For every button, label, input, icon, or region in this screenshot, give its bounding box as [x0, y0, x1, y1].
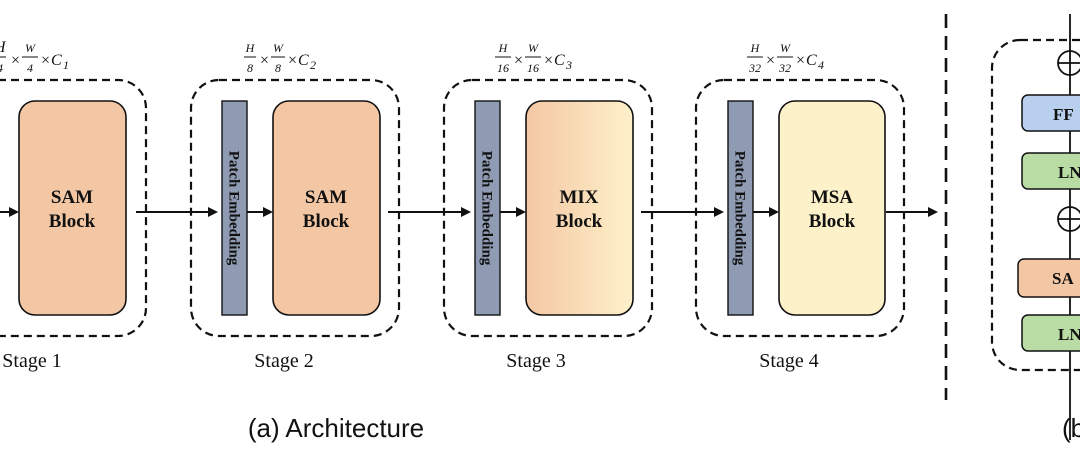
stage-2-block-line1: SAM	[305, 187, 347, 208]
stage-4-w-den: 32	[778, 61, 791, 75]
stage-1-h-den: 4	[0, 61, 3, 75]
stage-3-h-var: H	[498, 41, 509, 55]
block-detail-dashed-container	[990, 38, 1080, 372]
stage-4-dashed-container	[694, 78, 906, 338]
caption-architecture: (a) Architecture	[248, 413, 424, 443]
stage-1-block-line1: SAM	[51, 187, 93, 208]
stage-3-c-sub: 3	[565, 58, 572, 72]
stage-2-block-line2: Block	[303, 211, 350, 232]
stage-1-times-1: ×	[10, 52, 21, 69]
stage-2-patch-embedding	[221, 100, 248, 316]
caption-block-detail: (b	[1062, 413, 1080, 443]
stage-1-sam-block	[18, 100, 127, 316]
stage-4-w-var: W	[780, 41, 791, 55]
stage-1-times-2: ×	[40, 52, 51, 69]
ln-block-bottom	[1021, 314, 1080, 352]
stage-2-patch-label: Patch Embedding	[226, 151, 242, 266]
stage-3-patch-label: Patch Embedding	[479, 151, 495, 266]
stage-1-w-var: W	[25, 41, 36, 55]
stage-3-h-den: 16	[497, 61, 509, 75]
stage-4-c-var: C	[806, 52, 817, 69]
stage-2-times-1: ×	[259, 52, 270, 69]
stage-1-w-den: 4	[27, 61, 33, 75]
stage-4-times-1: ×	[765, 52, 776, 69]
stage-2-w-var: W	[273, 41, 284, 55]
stage-2: H 8 × W 8 × C 2 Patch Embedding SAM Bloc…	[189, 41, 401, 372]
stage-2-times-2: ×	[287, 52, 298, 69]
stage-4-times-2: ×	[795, 52, 806, 69]
block-detail-panel: FF LN SA LN (b	[990, 14, 1080, 443]
stage-3-c-var: C	[554, 52, 565, 69]
stage-3-dashed-container	[442, 78, 654, 338]
stage-4-block-line2: Block	[809, 211, 856, 232]
stage-3: H 16 × W 16 × C 3 Patch Embedding MIX Bl…	[442, 41, 654, 372]
ln-block-top	[1021, 152, 1080, 190]
stage-3-block-line1: MIX	[559, 187, 598, 208]
stage-2-c-sub: 2	[310, 58, 316, 72]
stage-4: H 32 × W 32 × C 4 Patch Embedding MSA Bl…	[694, 41, 906, 372]
stage-1-h-var: H	[0, 39, 7, 56]
stage-3-w-den: 16	[527, 61, 539, 75]
stage-2-h-den: 8	[247, 61, 253, 75]
ffn-block	[1021, 94, 1080, 132]
stage-1-c-sub: 1	[63, 58, 69, 72]
stage-3-block-line2: Block	[556, 211, 603, 232]
stage-1-label: Stage 1	[2, 350, 61, 372]
stage-4-c-sub: 4	[818, 58, 824, 72]
stage-4-h-den: 32	[748, 61, 761, 75]
ln-top-label: LN	[1058, 163, 1080, 182]
sam-small-label: SA	[1052, 269, 1074, 288]
stage-2-w-den: 8	[275, 61, 281, 75]
stage-2-label: Stage 2	[254, 350, 313, 372]
stage-1: H 4 × W 4 × C 1 SAM Block Stage 1	[0, 39, 148, 372]
stage-3-patch-embedding	[474, 100, 501, 316]
stage-2-dashed-container	[189, 78, 401, 338]
stage-3-w-var: W	[528, 41, 539, 55]
stage-4-h-var: H	[750, 41, 761, 55]
stage-4-patch-label: Patch Embedding	[732, 151, 748, 266]
stage-4-msa-block	[778, 100, 886, 316]
stage-1-block-line2: Block	[49, 211, 96, 232]
stage-3-times-2: ×	[543, 52, 554, 69]
stage-3-times-1: ×	[513, 52, 524, 69]
stage-3-label: Stage 3	[506, 350, 565, 372]
stage-1-c-var: C	[51, 52, 62, 69]
stage-4-block-line1: MSA	[811, 187, 854, 208]
stage-2-h-var: H	[245, 41, 256, 55]
stage-2-c-var: C	[298, 52, 309, 69]
stage-2-sam-block	[272, 100, 381, 316]
sam-block-small	[1017, 258, 1080, 298]
stage-1-dashed-container	[0, 78, 148, 338]
stage-4-patch-embedding	[727, 100, 754, 316]
ffn-label: FF	[1053, 105, 1074, 124]
stage-3-mix-block	[525, 100, 634, 316]
ln-bottom-label: LN	[1058, 325, 1080, 344]
stage-4-label: Stage 4	[759, 350, 818, 372]
